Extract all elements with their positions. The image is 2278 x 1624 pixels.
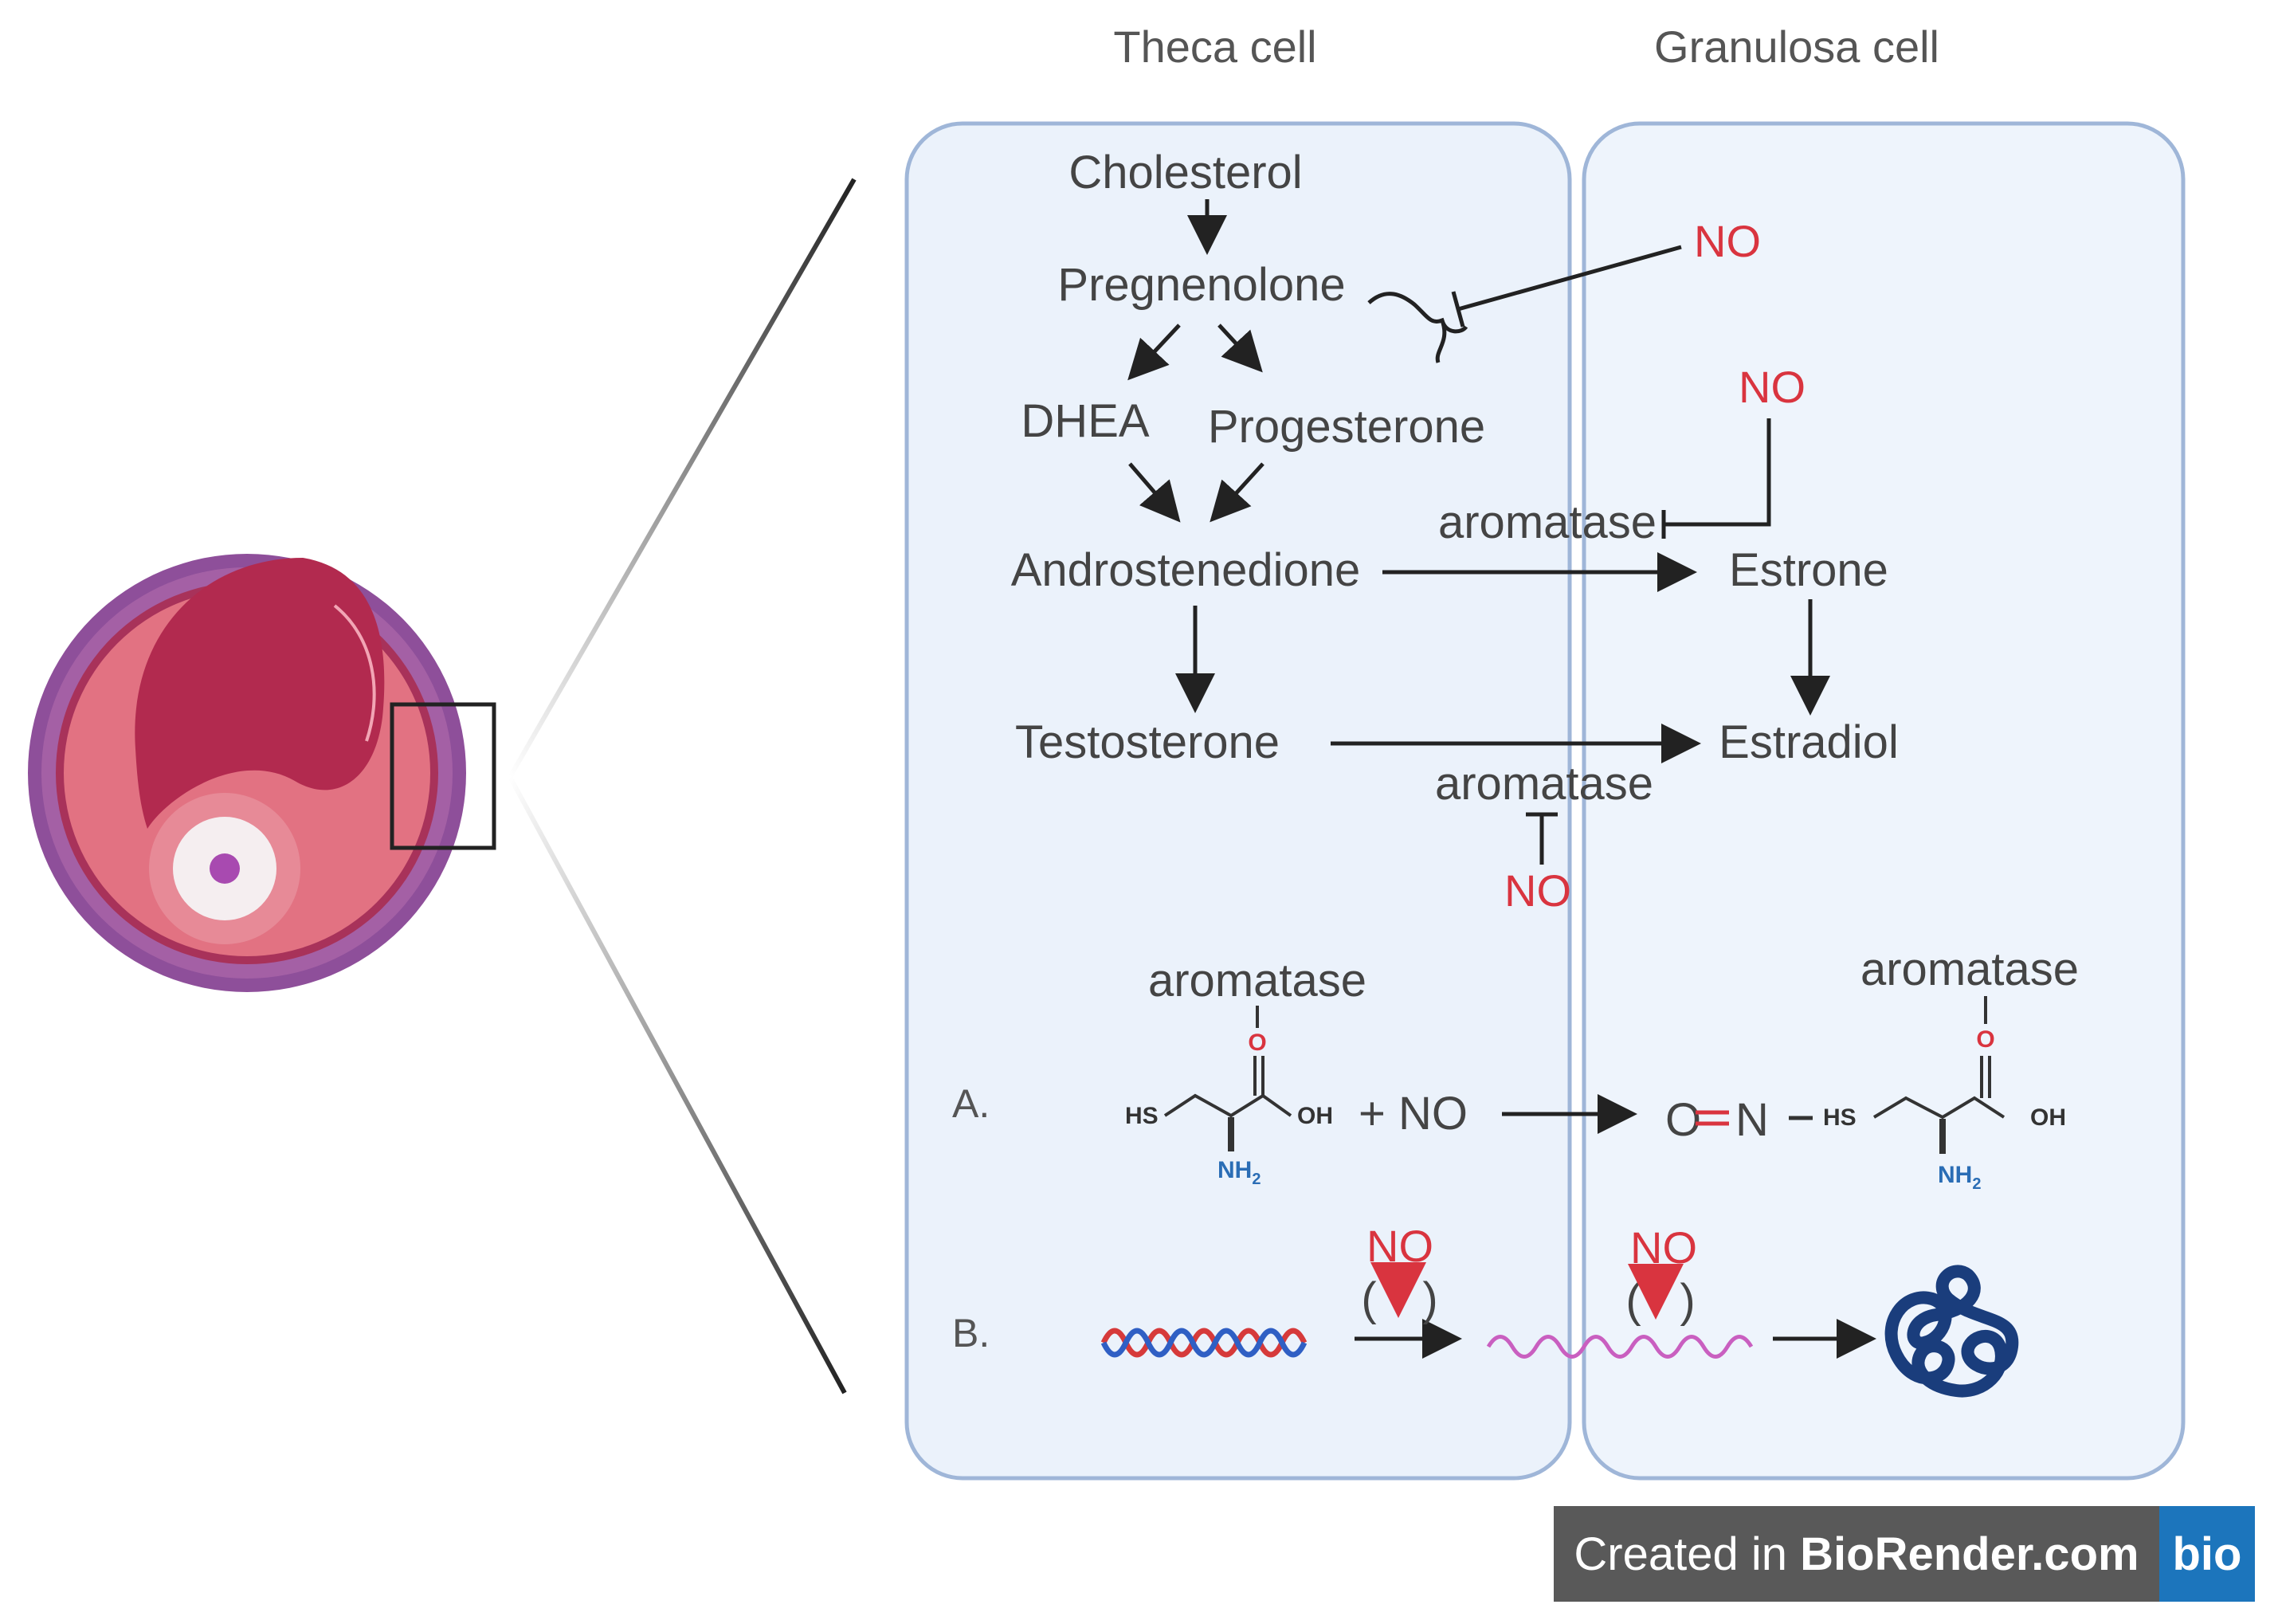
a-right-oh: OH (2030, 1104, 2066, 1131)
arrow-pregnenolone-dhea (1127, 324, 1181, 381)
zoom-box (390, 702, 496, 850)
mrna-strand (1486, 1335, 1754, 1359)
granulosa-cell (1582, 121, 2186, 1481)
a-right-nh: NH2 (1938, 1162, 1981, 1193)
aromatase-label-1: aromatase (1438, 496, 1657, 548)
a-left-backbone (1163, 1093, 1292, 1118)
credit-brand: BioRender.com (1800, 1528, 2139, 1580)
no-label-b-1: NO (1366, 1221, 1433, 1271)
paren-close-b-1: ) (1422, 1273, 1437, 1325)
panel-a-label: A. (952, 1081, 990, 1126)
estrone-label: Estrone (1729, 544, 1888, 596)
theca-cell-header: Theca cell (1113, 22, 1316, 72)
aromatase-label-2: aromatase (1435, 758, 1653, 810)
a-right-hs: HS (1823, 1104, 1857, 1131)
protein-coil (1884, 1265, 2019, 1398)
testosterone-label: Testosterone (1015, 716, 1280, 768)
theca-cell (904, 121, 1572, 1481)
a-right-oxygen: O (1976, 1026, 1994, 1053)
no-label-b-2: NO (1630, 1222, 1697, 1273)
a-left-nh: NH2 (1217, 1157, 1261, 1188)
androstenedione-label: Androstenedione (1011, 544, 1361, 596)
arrow-pregnenolone-progesterone (1217, 324, 1263, 373)
biorender-logo: bio (2159, 1506, 2255, 1602)
dna-helix (1100, 1328, 1308, 1358)
paren-open-b-1: ( (1361, 1273, 1376, 1325)
zoom-line-bottom (508, 775, 847, 1395)
no-inhibition-line-1 (1457, 245, 1682, 312)
paren-open-b-2: ( (1625, 1275, 1641, 1327)
aromatase-label-a-left: aromatase (1148, 955, 1366, 1006)
a-left-oh: OH (1297, 1103, 1333, 1129)
aromatase-label-a-right: aromatase (1860, 943, 2079, 995)
a-right-backbone (1872, 1096, 2006, 1120)
o-eq-n-n: N (1735, 1094, 1769, 1146)
no-label-1: NO (1694, 216, 1761, 266)
progesterone-label: Progesterone (1208, 401, 1485, 453)
biorender-credit[interactable]: Created in BioRender.com bio (1554, 1506, 2255, 1602)
a-left-oxygen: O (1248, 1030, 1266, 1056)
arrow-dhea-androstenedione (1128, 462, 1181, 523)
plus-no-label: + NO (1359, 1088, 1468, 1140)
cholesterol-label: Cholesterol (1068, 147, 1302, 198)
estradiol-label: Estradiol (1719, 716, 1899, 768)
credit-prefix: Created in (1574, 1528, 1801, 1580)
dhea-label: DHEA (1021, 395, 1149, 447)
granulosa-cell-header: Granulosa cell (1654, 22, 1939, 72)
no-inhibition-bar-1 (1451, 291, 1465, 328)
no-label-2: NO (1739, 362, 1806, 412)
panel-b-label: B. (952, 1311, 990, 1355)
o-eq-n-o: O (1665, 1094, 1701, 1146)
a-left-hs: HS (1125, 1103, 1159, 1129)
paren-close-b-2: ) (1680, 1275, 1695, 1327)
follicle-illustration (28, 554, 466, 992)
pregnenolone-label: Pregnenolone (1057, 259, 1345, 311)
zoom-line-top (508, 178, 857, 779)
enzyme-squiggle (1367, 292, 1468, 363)
no-label-3: NO (1504, 865, 1571, 916)
arrow-progesterone-androstenedione (1210, 462, 1264, 523)
no-inhibition-line-2 (1664, 418, 1771, 527)
